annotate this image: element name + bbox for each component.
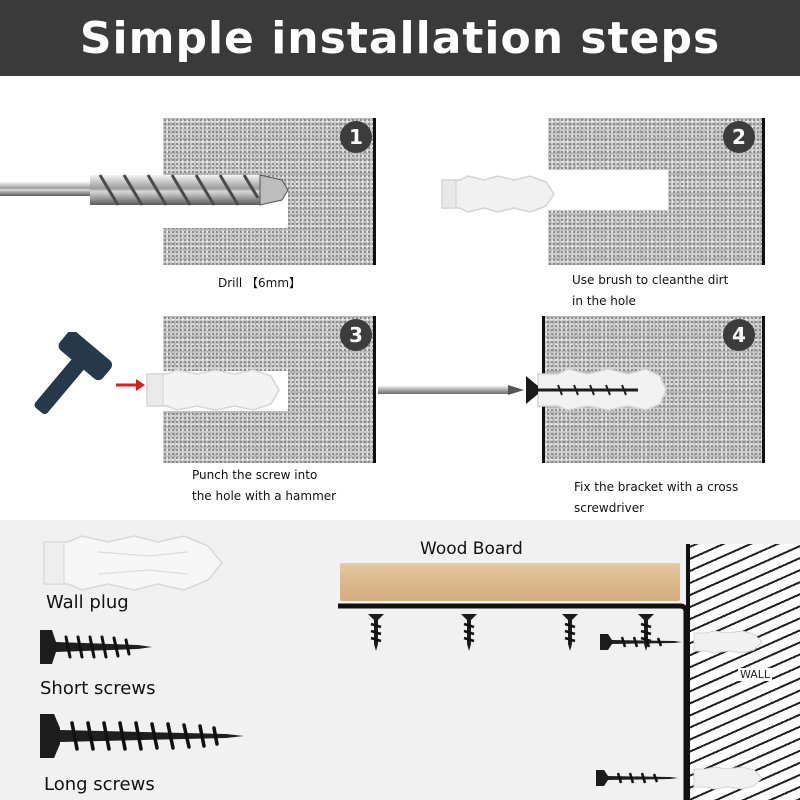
wall-plug-icon	[693, 630, 763, 654]
wood-board-label: Wood Board	[420, 539, 523, 559]
step-3-caption: Punch the screw into the hole with a ham…	[192, 465, 336, 507]
screw-icon	[368, 614, 384, 651]
wall-plug-icon	[441, 175, 555, 213]
screw-icon	[596, 770, 678, 786]
screw-icon	[40, 714, 244, 758]
screw-icon	[562, 614, 578, 651]
caption-line: Use brush to cleanthe dirt	[572, 273, 729, 287]
caption-line: Fix the bracket with a cross	[574, 480, 739, 494]
caption-line: Drill 【6mm】	[218, 276, 302, 290]
long-screws-label: Long screws	[44, 774, 155, 795]
step-1-badge: 1	[340, 121, 372, 153]
hammer-icon	[34, 332, 113, 415]
short-screws-label: Short screws	[40, 678, 156, 699]
step-2-badge: 2	[723, 121, 755, 153]
wall-plug-icon	[146, 369, 280, 411]
wood-board	[340, 563, 680, 601]
wall-plug-icon	[526, 368, 667, 411]
wall-label: WALL	[738, 668, 773, 681]
step-3-badge: 3	[340, 319, 372, 351]
caption-line: the hole with a hammer	[192, 489, 337, 503]
screw-icon	[461, 614, 477, 651]
caption-line: screwdriver	[574, 501, 645, 515]
step-4-caption: Fix the bracket with a cross screwdriver	[574, 477, 738, 519]
bracket-icon	[338, 603, 689, 800]
wall-plug-icon	[43, 535, 223, 591]
arrow-icon	[116, 379, 145, 391]
step-1-caption: Drill 【6mm】	[218, 273, 301, 294]
wall-plug-icon	[693, 766, 763, 790]
caption-line: in the hole	[572, 294, 636, 308]
drill-bit-icon	[0, 174, 289, 206]
step-4-badge: 4	[723, 319, 755, 351]
wall-plug-label: Wall plug	[46, 592, 129, 613]
screw-icon	[40, 630, 152, 664]
page-title: Simple installation steps	[0, 0, 800, 76]
screw-icon	[600, 634, 682, 650]
step-2-caption: Use brush to cleanthe dirt in the hole	[572, 270, 728, 312]
screwdriver-icon	[378, 385, 524, 395]
caption-line: Punch the screw into	[192, 468, 318, 482]
